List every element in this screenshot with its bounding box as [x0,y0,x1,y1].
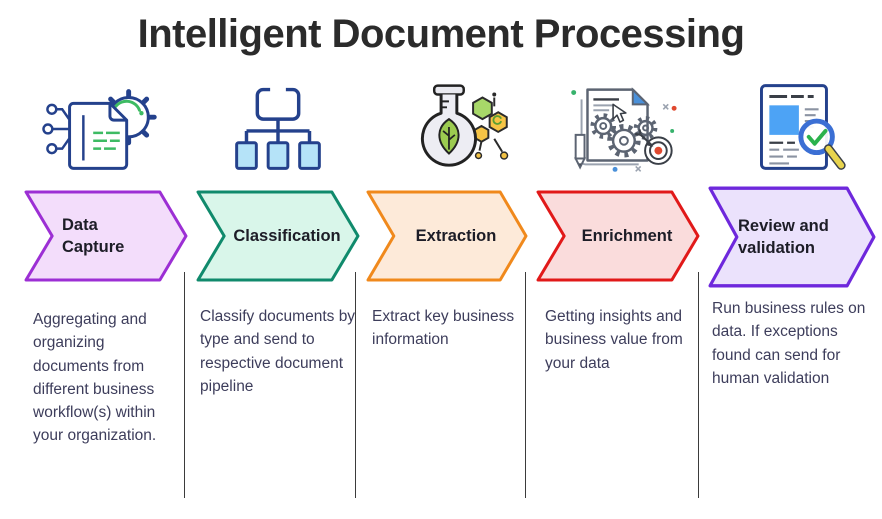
flask-molecule-icon [420,84,509,167]
stage-label: Classification [233,226,341,245]
stage-label: Extraction [415,226,497,245]
stage-arrow-extraction: Extraction [366,190,528,282]
column-divider [355,272,356,498]
column-divider [525,272,526,498]
stage-description: Classify documents by type and send to r… [200,308,356,395]
stage-arrow-enrichment: Enrichment [536,190,700,282]
stage-review-validation: Review and validation Run business rules… [708,0,876,519]
stage-enrichment: Enrichment Getting insights and business… [536,0,700,519]
stage-description: Aggregating and organizing documents fro… [33,311,157,445]
stage-label: Review and validation [738,216,829,257]
document-gear-circuit-icon [42,89,157,170]
stage-arrow-classification: Classification [196,190,360,282]
stage-classification: Classification Classify documents by typ… [196,0,360,519]
document-magnifier-check-icon [760,84,846,170]
stage-label: Data Capture [62,215,125,256]
document-gears-target-icon [571,87,677,172]
hierarchy-sitemap-icon [235,87,321,170]
stage-description: Getting insights and business value from… [545,308,683,372]
stage-label: Enrichment [581,226,673,245]
page-title: Intelligent Document Processing [137,12,745,56]
stage-data-capture: Data Capture Aggregating and organizing … [24,0,188,519]
stage-arrow-review-validation: Review and validation [708,186,876,288]
stage-arrow-data-capture: Data Capture [24,190,188,282]
stage-extraction: Extraction Extract key business informat… [366,0,528,519]
stage-description: Run business rules on data. If exception… [712,300,866,387]
stage-description: Extract key business information [372,308,515,349]
column-divider [698,272,699,498]
column-divider [184,272,185,498]
